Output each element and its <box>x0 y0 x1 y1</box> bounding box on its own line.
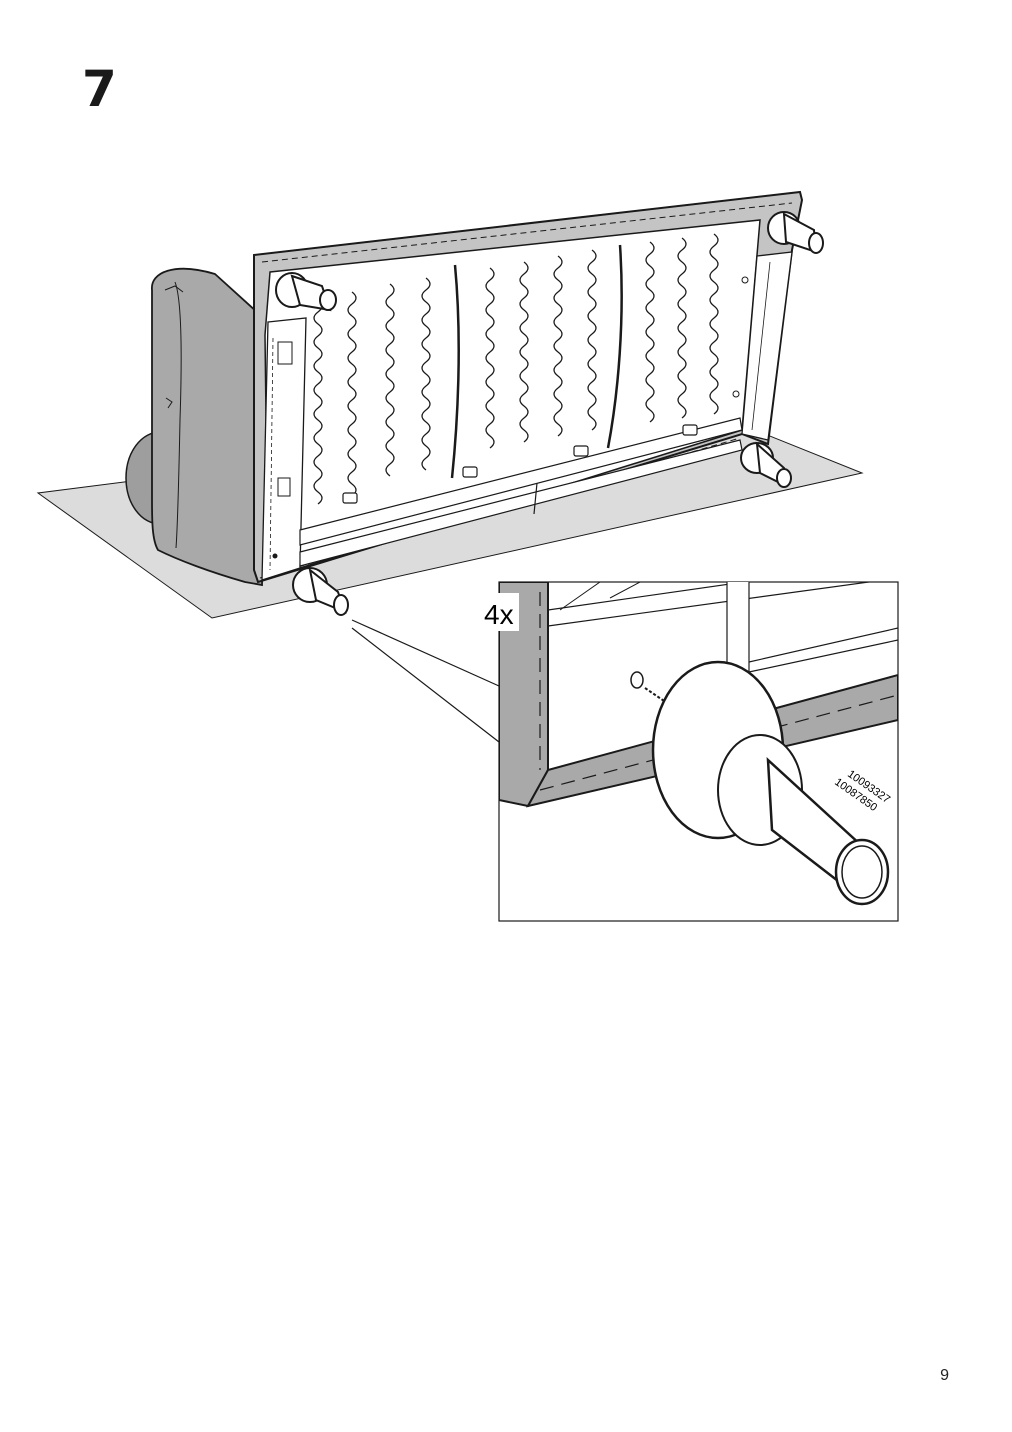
sofa-legs <box>275 211 824 616</box>
spring-clips <box>342 424 698 504</box>
page-number: 9 <box>940 1367 949 1384</box>
step-number: 7 <box>82 60 117 118</box>
leg-bottom-left <box>292 567 349 616</box>
detail-inset: 4x 10093327 10087850 <box>483 581 899 922</box>
callout-line-bottom <box>351 627 500 743</box>
sofa-backrest <box>125 267 269 587</box>
quantity-label: 4x <box>484 599 514 630</box>
leg-top-right <box>767 211 824 254</box>
leg-bottom-right <box>740 441 792 488</box>
leg-top-left <box>275 272 337 312</box>
callout-line-top <box>351 619 500 687</box>
springs <box>313 233 719 505</box>
